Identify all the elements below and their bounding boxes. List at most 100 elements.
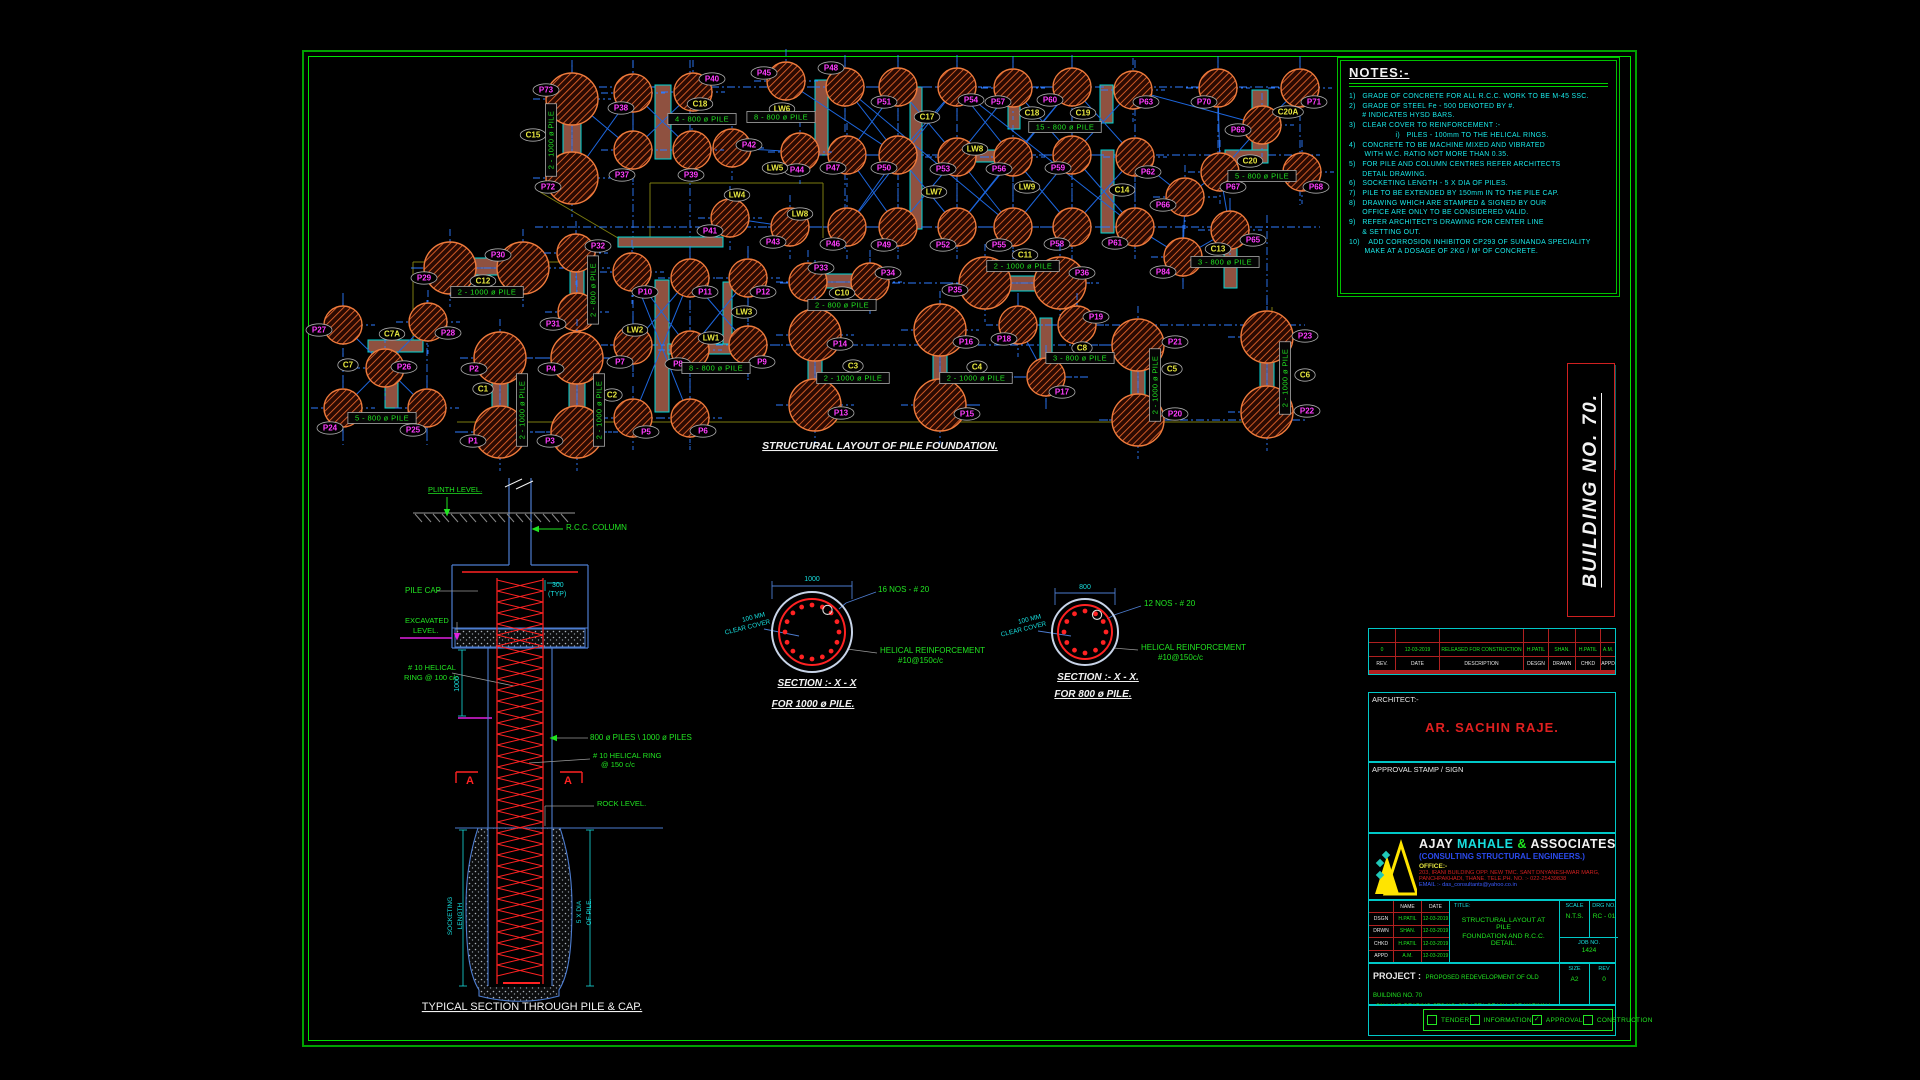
rev-no: 0	[1369, 643, 1395, 656]
firm-address-1: 203, IRANI BUILDING OPP. NEW TMC. SANT D…	[1419, 870, 1600, 876]
pile-count-label: 2 - 1000 ø PILE	[545, 103, 557, 177]
note-line: 6) SOCKETING LENGTH - 5 X DIA OF PILES.	[1349, 180, 1508, 188]
svg-text:P19: P19	[1089, 313, 1104, 322]
pile-count-label: 4 - 800 ø PILE	[667, 113, 737, 125]
svg-text:5 - 800 ø PILE: 5 - 800 ø PILE	[355, 414, 409, 423]
column-label: C5	[1161, 362, 1183, 376]
svg-text:3 - 800 ø PILE: 3 - 800 ø PILE	[1053, 354, 1107, 363]
svg-text:P24: P24	[323, 424, 338, 433]
svg-text:P13: P13	[834, 409, 849, 418]
svg-text:LW1: LW1	[703, 334, 720, 343]
svg-text:16 NOS - # 20: 16 NOS - # 20	[878, 585, 930, 594]
sheet-border-inner	[308, 56, 1631, 1041]
svg-text:PLINTH LEVEL.: PLINTH LEVEL.	[428, 485, 482, 494]
pile-count-label: 2 - 1000 ø PILE	[593, 373, 605, 447]
pile: P26	[365, 348, 418, 388]
svg-text:PILE CAP: PILE CAP	[405, 586, 441, 595]
svg-text:RING @ 100 c/c: RING @ 100 c/c	[404, 673, 459, 682]
pile: P50	[870, 135, 918, 175]
svg-text:P32: P32	[591, 242, 606, 251]
column-label: C11	[1011, 248, 1039, 262]
column-label: LW1	[697, 331, 725, 345]
rev-date: 12-03-2019	[1396, 643, 1439, 656]
column-label: C12	[469, 274, 497, 288]
job-no-box: JOB NO. 1424	[1559, 937, 1618, 963]
information-checkbox-icon	[1469, 1015, 1480, 1025]
pile: P73	[532, 72, 599, 126]
svg-text:2 - 800 ø PILE: 2 - 800 ø PILE	[589, 263, 598, 317]
svg-text:A: A	[466, 775, 474, 787]
approval-checkbox-icon: ✓	[1531, 1015, 1542, 1025]
pile: P29	[410, 241, 477, 295]
svg-text:R.C.C. COLUMN: R.C.C. COLUMN	[566, 523, 627, 532]
pile: P49	[870, 207, 918, 252]
svg-text:P58: P58	[1050, 240, 1065, 249]
svg-text:C20A: C20A	[1278, 108, 1299, 117]
pile-section	[1051, 598, 1119, 666]
rev-box: REV 0	[1589, 964, 1618, 1004]
note-line: 3) CLEAR COVER TO REINFORCEMENT :-	[1349, 122, 1501, 130]
pile: P52	[929, 207, 977, 252]
pile: P5	[613, 398, 660, 439]
note-line: DETAIL DRAWING.	[1349, 170, 1428, 178]
note-line: 8) DRAWING WHICH ARE STAMPED & SIGNED BY…	[1349, 199, 1547, 207]
svg-text:2 - 1000 ø PILE: 2 - 1000 ø PILE	[518, 381, 527, 440]
svg-text:P50: P50	[877, 164, 892, 173]
svg-text:# 10 HELICAL: # 10 HELICAL	[408, 663, 456, 672]
svg-text:LW9: LW9	[1019, 183, 1036, 192]
note-line: & SETTING OUT.	[1349, 228, 1421, 236]
svg-text:P61: P61	[1108, 239, 1123, 248]
svg-text:P10: P10	[638, 288, 653, 297]
svg-text:P71: P71	[1307, 98, 1322, 107]
rev-chkd: H.PATIL	[1576, 643, 1600, 656]
column-label: C20	[1236, 154, 1264, 168]
svg-text:C13: C13	[1211, 245, 1226, 254]
pile: P62	[1115, 137, 1162, 179]
svg-text:P2: P2	[469, 365, 479, 374]
svg-text:P73: P73	[539, 86, 554, 95]
pile: P38	[607, 73, 653, 115]
firm-subtitle: (CONSULTING STRUCTURAL ENGINEERS.)	[1419, 852, 1585, 861]
drawing-title-2: FOUNDATION AND R.C.C. DETAIL.	[1462, 933, 1545, 947]
svg-text:OF PILE.: OF PILE.	[586, 898, 593, 925]
svg-text:P17: P17	[1055, 388, 1070, 397]
pile: P10	[612, 252, 659, 299]
note-line: 5) FOR PILE AND COLUMN CENTRES REFER ARC…	[1349, 160, 1561, 168]
column-label: LW8	[786, 207, 814, 221]
column-label: C14	[1108, 183, 1136, 197]
svg-text:SECTION :- X - X.: SECTION :- X - X.	[1057, 672, 1139, 683]
svg-text:1000: 1000	[804, 576, 820, 583]
rev-desgn: H.PATIL	[1524, 643, 1548, 656]
approval-stamp-box: APPROVAL STAMP / SIGN	[1368, 762, 1616, 833]
svg-text:P53: P53	[936, 165, 951, 174]
column-label: LW7	[920, 185, 948, 199]
svg-text:P34: P34	[881, 269, 896, 278]
column-label: C20A	[1272, 105, 1304, 119]
svg-text:P1: P1	[468, 437, 478, 446]
svg-text:15 - 800 ø PILE: 15 - 800 ø PILE	[1036, 123, 1095, 132]
pile: P18	[990, 305, 1038, 346]
svg-text:P5: P5	[641, 428, 651, 437]
svg-text:2 - 1000 ø PILE: 2 - 1000 ø PILE	[458, 288, 517, 297]
svg-text:C12: C12	[476, 277, 491, 286]
drg-no-value: RC - 01	[1592, 913, 1616, 920]
pile: P54	[937, 67, 985, 107]
svg-text:P69: P69	[1231, 126, 1246, 135]
issue-purpose-inner: TENDER INFORMATION ✓ APPROVAL CONSTRUCTI…	[1423, 1009, 1652, 1031]
svg-text:P35: P35	[948, 286, 963, 295]
drawing-title-1: STRUCTURAL LAYOUT AT PILE	[1461, 917, 1546, 931]
svg-text:P39: P39	[684, 171, 699, 180]
svg-text:(TYP): (TYP)	[548, 591, 566, 598]
pile: P46	[819, 207, 867, 251]
column-label: C6	[1294, 368, 1316, 382]
pile-count-label: 3 - 800 ø PILE	[1190, 256, 1260, 268]
rev-value: 0	[1602, 976, 1606, 983]
svg-text:P41: P41	[703, 227, 718, 236]
svg-text:TYPICAL SECTION THROUGH PILE &: TYPICAL SECTION THROUGH PILE & CAP.	[422, 1001, 642, 1013]
svg-text:#10@150c/c: #10@150c/c	[898, 656, 943, 665]
column-label: C4	[966, 360, 988, 374]
svg-text:1000: 1000	[454, 676, 461, 692]
notes-heading: NOTES:-	[1349, 65, 1410, 80]
